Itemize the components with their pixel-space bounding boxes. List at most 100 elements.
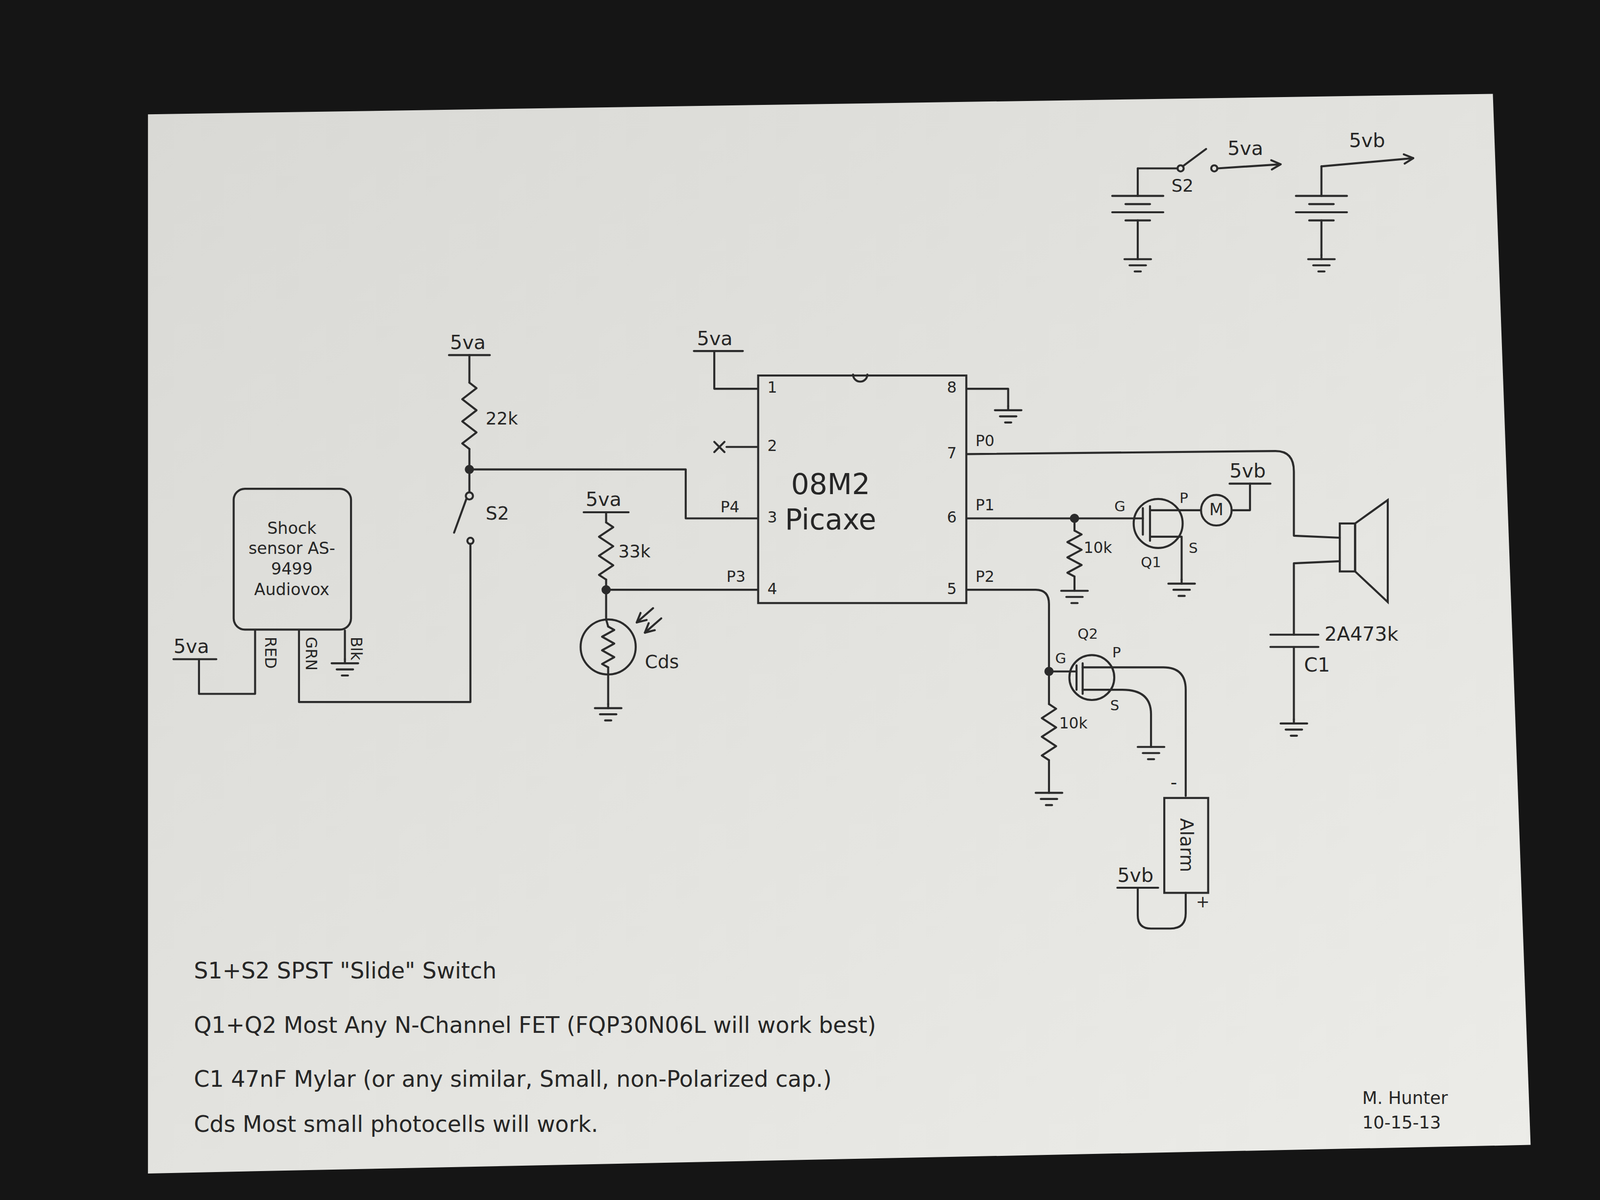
node-label: Shock sensor AS-9499 Audiovox [240, 518, 343, 600]
ground-symbol [1134, 270, 1141, 273]
chip-package: 08M2 Picaxe [757, 374, 968, 604]
wire [605, 588, 757, 591]
arrow-head [1403, 154, 1414, 164]
supply-label: 5vb [1349, 130, 1386, 151]
pin-number: 7 [947, 446, 957, 463]
wire [967, 589, 1077, 672]
pin-number: 1 [767, 380, 777, 397]
alarm-box: Alarm [1162, 796, 1209, 894]
ground-symbol [595, 707, 622, 710]
polarity-mark: + [1196, 894, 1210, 912]
parts-note: S1+S2 SPST "Slide" Switch [194, 959, 497, 983]
no-connect-mark [714, 441, 725, 452]
supply-label: 5va [697, 328, 733, 350]
ground-symbol [1308, 258, 1335, 261]
ground-symbol [1142, 751, 1159, 754]
supply-label: 5va [450, 332, 486, 354]
ground-symbol [1000, 415, 1017, 418]
wire [1294, 561, 1341, 635]
switch-label: S2 [1171, 177, 1194, 196]
ground-symbol [1168, 582, 1195, 585]
wire [607, 667, 610, 704]
pin-name: P3 [726, 569, 746, 586]
ground-symbol [1290, 734, 1297, 737]
pin-name: P [1112, 645, 1122, 661]
wire [1073, 518, 1076, 531]
wire [299, 544, 471, 703]
pin-name: P1 [975, 498, 995, 515]
wire [1292, 647, 1295, 720]
capacitor-code: 2A473k [1324, 624, 1399, 646]
light-arrow [636, 608, 653, 623]
pin-name: P [1179, 490, 1189, 506]
pin-name: S [1110, 698, 1120, 714]
pin-number: 8 [947, 380, 957, 397]
speaker-symbol [1354, 500, 1388, 602]
ground-symbol [1035, 791, 1063, 794]
supply-label: 5vb [1229, 461, 1266, 482]
resistor-symbol [1067, 530, 1082, 577]
wire [967, 517, 1143, 520]
ground-symbol [1148, 758, 1154, 761]
wire-color: GRN [302, 636, 319, 671]
wire [1150, 509, 1201, 512]
battery-symbol [1112, 211, 1164, 214]
wire-color: Blk [347, 636, 364, 661]
wire [1048, 760, 1050, 789]
part-name: Cds [645, 652, 679, 673]
resistor-symbol [1041, 703, 1056, 760]
arrow-head [645, 623, 655, 633]
wire [469, 469, 758, 519]
speaker-symbol [1339, 523, 1355, 572]
wire-color: RED [261, 636, 278, 669]
wire [714, 350, 757, 389]
resistor-value: 10k [1059, 716, 1088, 733]
capacitor-symbol [1270, 633, 1319, 636]
motor-symbol: M [1200, 494, 1233, 527]
battery-symbol [1112, 195, 1164, 198]
polarity-mark: - [1170, 773, 1178, 793]
wire [967, 450, 1340, 538]
ground-symbol [1178, 595, 1185, 598]
pin-name: P4 [720, 500, 740, 517]
battery-symbol [1309, 202, 1334, 205]
wire [967, 388, 1008, 406]
ground-symbol [1124, 258, 1151, 261]
pin-number: 4 [767, 581, 777, 599]
wire [1082, 689, 1151, 743]
paper-sheet [148, 94, 1531, 1174]
wire [1231, 483, 1250, 511]
part-name: Q1 [1140, 554, 1162, 571]
wire [1321, 158, 1414, 167]
ground-symbol [1318, 270, 1325, 273]
no-connect-mark [714, 441, 725, 452]
pin-name: P0 [975, 433, 995, 450]
ground-symbol [995, 409, 1022, 412]
switch-lever [1182, 149, 1207, 167]
node-label: 08M2 Picaxe [759, 466, 902, 538]
pin-name: S [1188, 540, 1199, 556]
pin-number: 5 [947, 581, 957, 599]
ground-symbol [1046, 803, 1052, 806]
part-name: C1 [1303, 654, 1330, 676]
resistor-value: 33k [618, 542, 651, 561]
pin-number: 6 [947, 510, 957, 527]
wire [344, 630, 347, 659]
switch-label: S2 [485, 503, 510, 524]
chip-notch [852, 374, 868, 382]
battery-symbol [1296, 195, 1348, 198]
ground-symbol [600, 713, 617, 716]
mosfet-symbol [1075, 665, 1078, 690]
supply-bar [1229, 482, 1271, 485]
photocell-symbol [580, 619, 636, 675]
pin-name: P2 [975, 569, 995, 586]
supply-label: 5va [173, 636, 210, 658]
resistor-symbol [601, 626, 615, 668]
pin-number: 2 [767, 438, 777, 455]
mosfet-symbol [1133, 499, 1183, 549]
light-arrow [645, 618, 662, 633]
node-label: Alarm [1174, 817, 1198, 872]
wire [1217, 164, 1281, 169]
ground-symbol [1313, 264, 1330, 267]
